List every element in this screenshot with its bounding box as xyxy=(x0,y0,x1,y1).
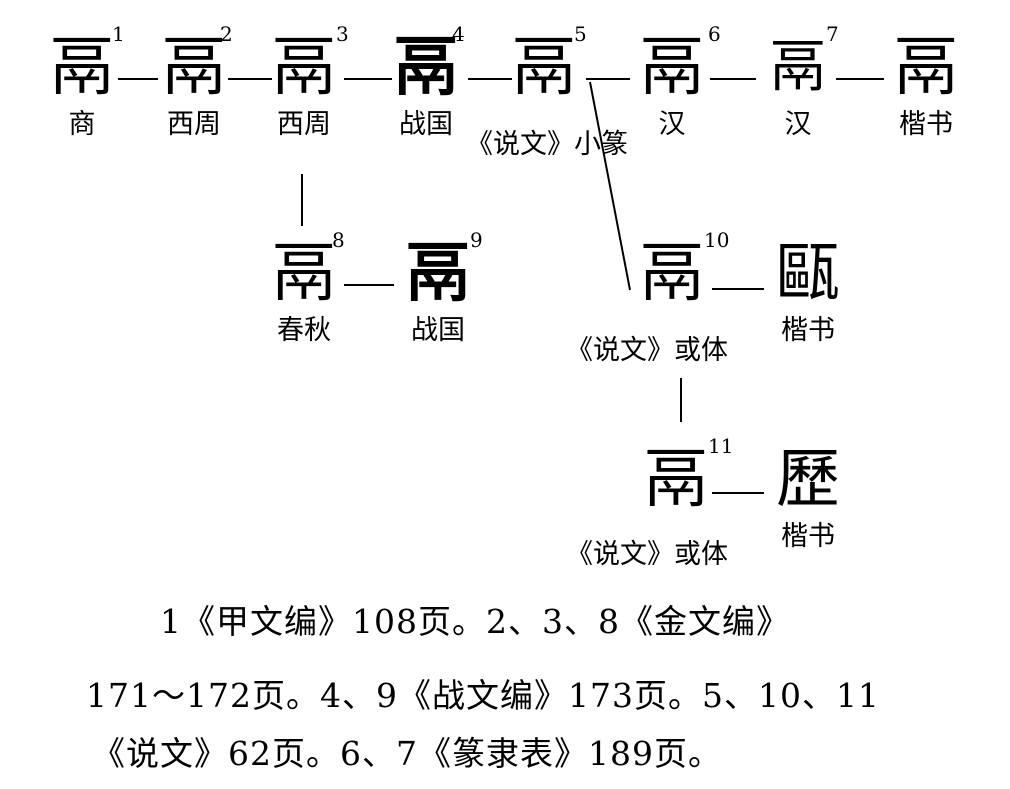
node-number: 2 xyxy=(220,22,233,46)
glyph-node-1: 鬲 1 商 xyxy=(22,22,142,142)
source-note-line-2: 171～172页。4、9《战文编》173页。5、10、11 xyxy=(86,676,880,715)
period-label: 商 xyxy=(68,109,96,140)
ancient-glyph: 鬲 xyxy=(512,31,576,105)
node-number: 8 xyxy=(332,228,345,252)
connector-10-k2 xyxy=(712,288,764,290)
connector-10-11 xyxy=(680,378,682,422)
period-label: 战国 xyxy=(399,109,453,140)
ancient-glyph: 鬲 xyxy=(640,237,704,311)
node-number: 3 xyxy=(336,22,349,46)
connector-5-6 xyxy=(586,78,630,80)
connector-11-k3 xyxy=(712,492,764,494)
glyph-node-2: 鬲 2 西周 xyxy=(134,22,254,142)
glyph-node-10: 鬲 10 xyxy=(612,228,732,314)
connector-6-7 xyxy=(710,78,756,80)
node-number: 7 xyxy=(826,22,839,46)
connector-7-k1 xyxy=(836,78,884,80)
node-number: 4 xyxy=(452,22,465,46)
connector-1-2 xyxy=(118,78,158,80)
glyph-node-8: 鬲 8 春秋 xyxy=(244,228,364,348)
kaishu-glyph: 甌 xyxy=(776,237,840,311)
glyph-node-3: 鬲 3 西周 xyxy=(244,22,364,142)
ancient-glyph: 鬲 xyxy=(50,31,114,105)
ancient-glyph: 鬲 xyxy=(272,31,336,105)
period-label: 西周 xyxy=(277,109,331,140)
node-number: 6 xyxy=(708,22,721,46)
node-number: 1 xyxy=(112,22,125,46)
ancient-glyph: 鬲 xyxy=(640,31,704,105)
node-number: 11 xyxy=(708,434,734,458)
glyph-node-4: 鬲 4 战国 xyxy=(366,22,486,142)
ancient-glyph: 鬲 xyxy=(394,30,458,105)
glyph-node-6: 鬲 6 汉 xyxy=(612,22,732,142)
ancient-glyph: 鬲 xyxy=(272,237,336,311)
connector-2-3 xyxy=(228,78,272,80)
glyph-node-kaishu-2: 甌 楷书 xyxy=(748,234,868,348)
glyph-node-7: 鬲 7 汉 xyxy=(738,22,858,142)
period-label-wide: 《说文》或体 xyxy=(566,335,728,366)
connector-3-4 xyxy=(344,78,392,80)
script-label: 楷书 xyxy=(899,109,953,140)
script-label: 楷书 xyxy=(781,315,835,346)
glyph-node-kaishu-3: 歷 楷书 xyxy=(748,440,868,554)
connector-4-5 xyxy=(468,78,512,80)
ancient-glyph: 鬲 xyxy=(162,31,226,105)
kaishu-glyph: 鬲 xyxy=(894,31,958,105)
kaishu-glyph: 歷 xyxy=(776,443,840,517)
source-note-line-1: 1《甲文编》108页。2、3、8《金文编》 xyxy=(160,602,790,641)
node-number: 10 xyxy=(704,228,730,252)
period-label: 战国 xyxy=(411,315,465,346)
connector-8-9 xyxy=(344,284,394,286)
glyph-node-5: 鬲 5 xyxy=(484,22,604,108)
period-label-wide: 《说文》小篆 xyxy=(466,129,628,160)
period-label: 汉 xyxy=(784,109,812,140)
period-label: 汉 xyxy=(658,109,686,140)
ancient-glyph: 鬲 xyxy=(770,35,826,100)
ancient-glyph: 鬲 xyxy=(644,443,708,517)
node-number: 5 xyxy=(574,22,587,46)
period-label-wide: 《说文》或体 xyxy=(566,539,728,570)
ancient-glyph: 鬲 xyxy=(406,236,470,311)
source-note-line-3: 《说文》62页。6、7《篆隶表》189页。 xyxy=(92,734,722,773)
period-label: 西周 xyxy=(167,109,221,140)
connector-3-8 xyxy=(301,174,303,226)
glyph-node-11: 鬲 11 xyxy=(616,434,736,520)
glyph-node-kaishu-1: 鬲 楷书 xyxy=(866,28,986,142)
script-label: 楷书 xyxy=(781,521,835,552)
glyph-node-9: 鬲 9 战国 xyxy=(378,228,498,348)
node-number: 9 xyxy=(470,228,483,252)
period-label: 春秋 xyxy=(277,315,331,346)
